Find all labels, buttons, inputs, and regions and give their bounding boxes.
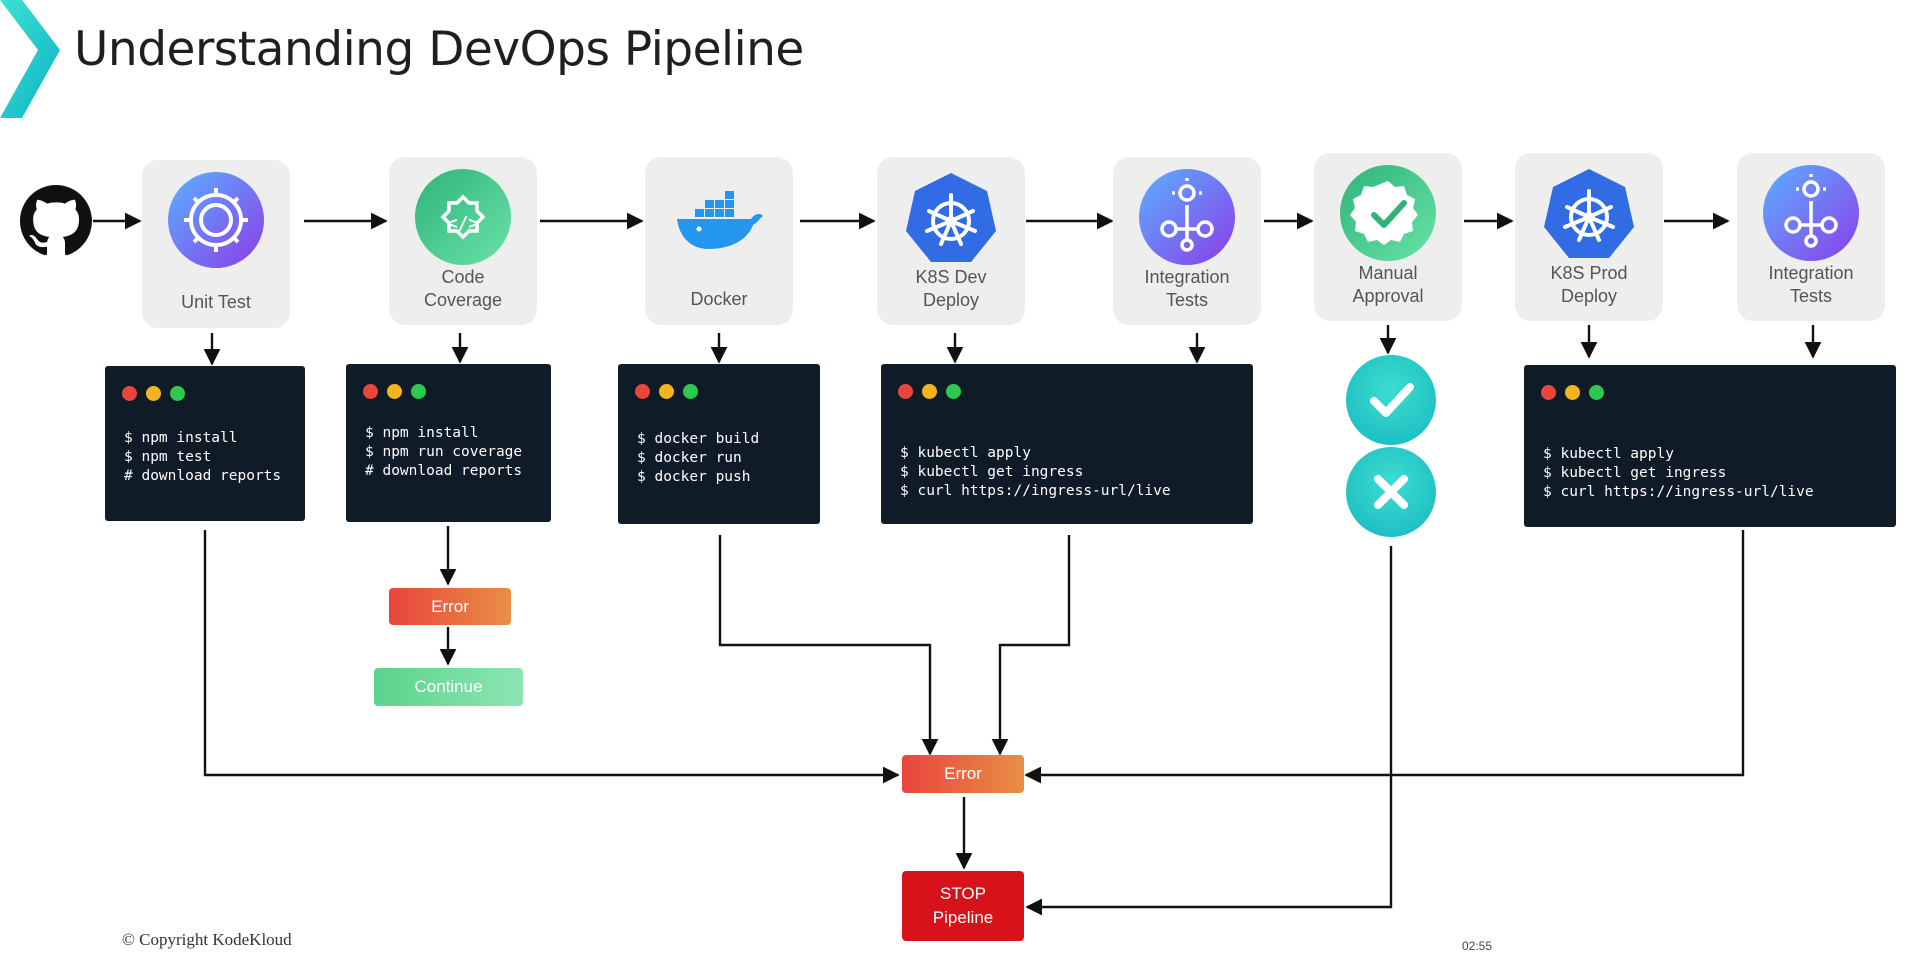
stage-label-2: Deploy bbox=[1560, 286, 1618, 306]
terminal-line: $ kubectl get ingress bbox=[900, 464, 1084, 480]
terminal-line: $ npm install bbox=[124, 430, 238, 446]
pipeline-error-badge: Error bbox=[902, 755, 1024, 793]
terminal-line: # download reports bbox=[124, 468, 282, 484]
terminal-line: $ docker push bbox=[637, 469, 751, 485]
reject-cross bbox=[1346, 447, 1436, 537]
stage-label: Manual bbox=[1358, 263, 1418, 283]
terminal-line: $ npm run coverage bbox=[365, 444, 523, 460]
coverage-error-badge: Error bbox=[389, 588, 511, 625]
terminal-k8s-dev: $ kubectl apply $ kubectl get ingress $ … bbox=[881, 364, 1253, 524]
terminal-unit-test: $ npm install $ npm test # download repo… bbox=[105, 366, 305, 521]
code-icon: </> bbox=[415, 169, 511, 265]
terminal-line: $ curl https://ingress-url/live bbox=[1543, 484, 1814, 500]
terminal-line: $ docker build bbox=[637, 431, 760, 447]
window-controls bbox=[122, 386, 185, 401]
video-timestamp: 02:55 bbox=[1462, 939, 1493, 953]
stage-docker: Docker bbox=[645, 157, 793, 325]
stage-label: Docker bbox=[690, 289, 748, 309]
stage-label: K8S Prod bbox=[1550, 263, 1628, 283]
stage-integration-tests-prod: Integration Tests bbox=[1737, 153, 1885, 321]
docker-icon bbox=[677, 191, 763, 249]
terminal-k8s-prod: $ kubectl apply $ kubectl get ingress $ … bbox=[1524, 365, 1896, 527]
terminal-line: $ kubectl get ingress bbox=[1543, 465, 1727, 481]
stage-unit-test: Unit Test bbox=[142, 160, 290, 328]
stage-k8s-prod-deploy: K8S Prod Deploy bbox=[1515, 153, 1663, 321]
stage-label-2: Approval bbox=[1352, 286, 1424, 306]
stage-label-2: Coverage bbox=[423, 290, 503, 310]
stage-k8s-dev-deploy: K8S Dev Deploy bbox=[877, 157, 1025, 325]
close-icon bbox=[1374, 475, 1408, 509]
kubernetes-icon bbox=[1544, 169, 1634, 258]
kubernetes-icon bbox=[906, 173, 996, 262]
stage-label-2: Tests bbox=[1789, 286, 1832, 306]
stop-line-2: Pipeline bbox=[932, 908, 994, 927]
github-icon bbox=[20, 185, 92, 256]
copyright-notice: © Copyright KodeKloud bbox=[122, 930, 292, 949]
stage-label: K8S Dev bbox=[915, 267, 987, 287]
stage-manual-approval: Manual Approval bbox=[1314, 153, 1462, 321]
check-icon bbox=[1370, 383, 1414, 417]
window-controls bbox=[635, 384, 698, 399]
stage-label-2: Tests bbox=[1165, 290, 1208, 310]
window-controls bbox=[898, 384, 961, 399]
integration-icon bbox=[1139, 169, 1235, 265]
window-controls bbox=[363, 384, 426, 399]
svg-text:</>: </> bbox=[447, 213, 480, 234]
stage-label-2: Deploy bbox=[922, 290, 980, 310]
stage-code-coverage: </> Code Coverage bbox=[389, 157, 537, 325]
stage-label: Integration bbox=[1144, 267, 1230, 287]
terminal-docker: $ docker build $ docker run $ docker pus… bbox=[618, 364, 820, 524]
window-controls bbox=[1541, 385, 1604, 400]
terminal-line: # download reports bbox=[365, 463, 523, 479]
stage-label: Unit Test bbox=[181, 292, 251, 312]
terminal-line: $ kubectl apply bbox=[900, 445, 1031, 461]
stage-label: Integration bbox=[1768, 263, 1854, 283]
stage-integration-tests: Integration Tests bbox=[1113, 157, 1261, 325]
page-title: Understanding DevOps Pipeline bbox=[74, 22, 804, 77]
terminal-line: $ curl https://ingress-url/live bbox=[900, 483, 1171, 499]
stop-pipeline-badge: STOP Pipeline bbox=[902, 871, 1024, 941]
approval-badge-icon bbox=[1340, 165, 1436, 261]
integration-icon bbox=[1763, 165, 1859, 261]
terminal-code-coverage: $ npm install $ npm run coverage # downl… bbox=[346, 364, 551, 522]
approve-check bbox=[1346, 355, 1436, 445]
gear-icon bbox=[168, 172, 264, 268]
stop-line-1: STOP bbox=[940, 884, 986, 903]
terminal-line: $ kubectl apply bbox=[1543, 446, 1674, 462]
coverage-continue-badge: Continue bbox=[374, 668, 523, 706]
terminal-line: $ docker run bbox=[637, 450, 742, 466]
stage-label: Code bbox=[441, 267, 485, 287]
kodekloud-chevron-logo bbox=[0, 0, 60, 118]
terminal-line: $ npm test bbox=[124, 449, 212, 465]
terminal-line: $ npm install bbox=[365, 425, 479, 441]
